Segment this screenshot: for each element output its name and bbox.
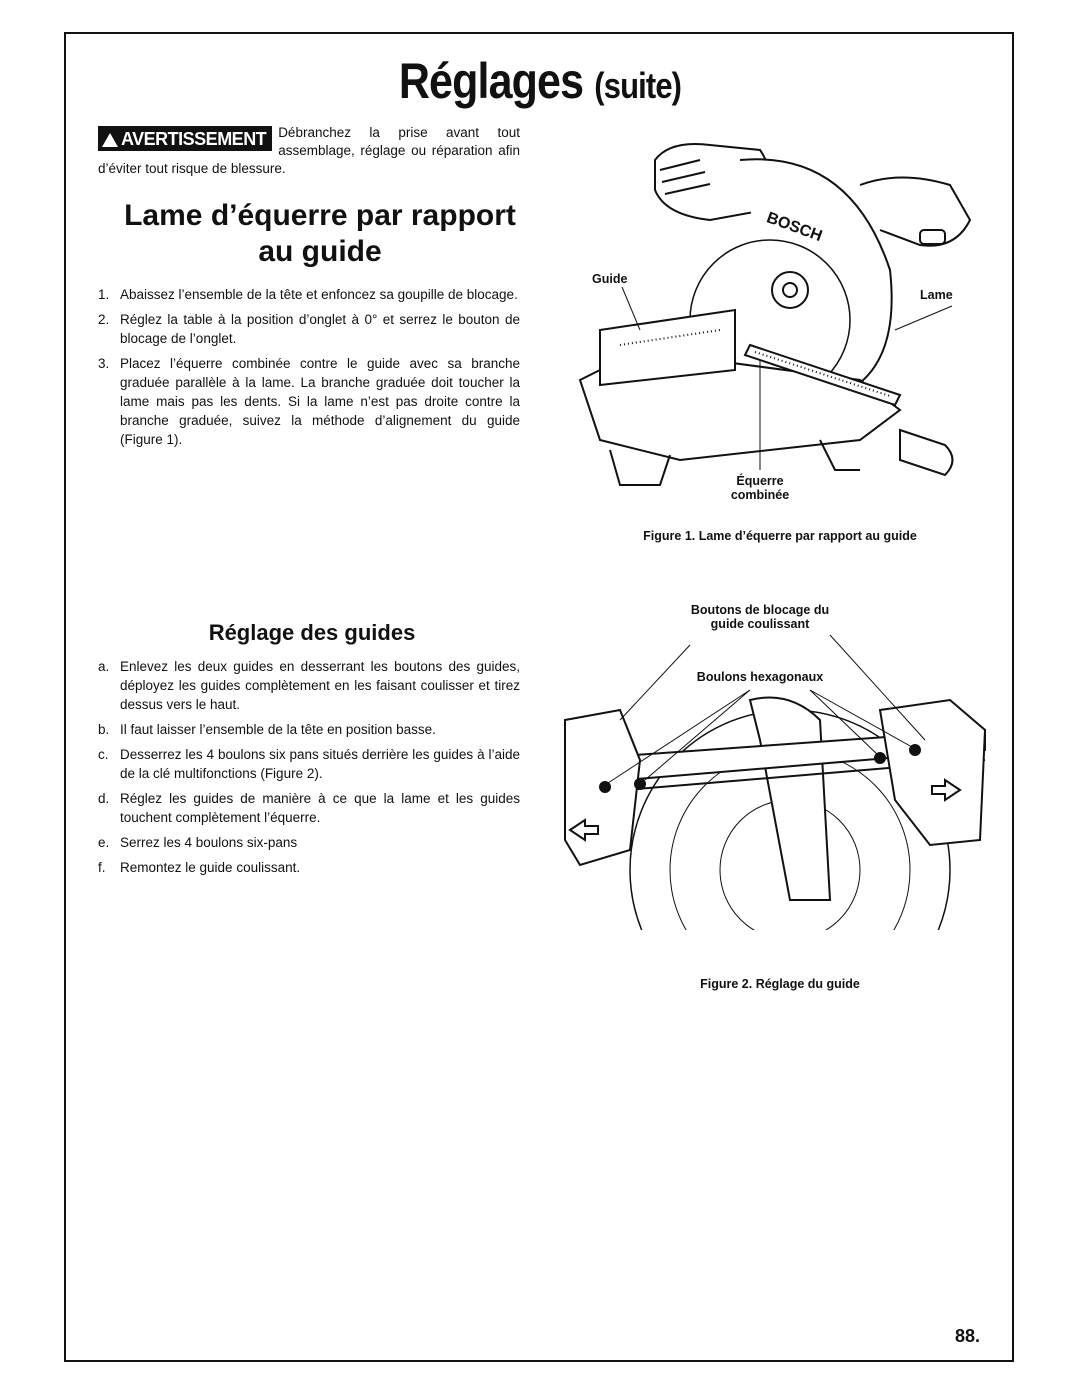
section1-heading: Lame d’équerre par rapport au guide xyxy=(98,198,542,270)
title-main: Réglages xyxy=(398,53,584,109)
fence-adjustment-illustration xyxy=(564,634,987,1031)
warning-triangle-icon xyxy=(102,133,118,147)
list-item: a. Enlevez les deux guides en desserrant … xyxy=(98,657,520,714)
section2-heading: Réglage des guides xyxy=(208,620,416,645)
list-item: b. Il faut laisser l’ensemble de la tête … xyxy=(98,720,520,739)
item-number: d. xyxy=(98,791,110,806)
figure2-caption: Figure 2. Réglage du guide xyxy=(700,977,860,991)
list-item: c. Desserrez les 4 boulons six pans situé… xyxy=(98,745,520,783)
page-title: Réglages (suite) xyxy=(76,52,1005,110)
warning-text: Débranchez la prise avant tout assemblag… xyxy=(98,125,520,176)
item-number: 3. xyxy=(98,356,110,371)
label-equerre-line2: combinée xyxy=(730,488,790,502)
item-text: Réglez les guides de manière à ce que la… xyxy=(120,791,520,825)
list-item: 2. Réglez la table à la position d’onglet… xyxy=(98,310,520,348)
item-text: Il faut laisser l’ensemble de la tête en… xyxy=(120,722,436,737)
label-boutons-line1: Boutons de blocage du xyxy=(690,603,830,617)
label-lame: Lame xyxy=(920,288,953,302)
item-number: a. xyxy=(98,659,110,674)
item-text: Réglez la table à la position d’onglet à… xyxy=(120,312,520,346)
item-number: f. xyxy=(98,860,106,875)
label-equerre: Équerre combinée xyxy=(720,474,800,502)
warning-badge-label: AVERTISSEMENT xyxy=(121,129,267,149)
label-boulons-hexagonaux: Boulons hexagonaux xyxy=(696,670,824,684)
item-text: Placez l’équerre combinée contre le guid… xyxy=(120,356,520,447)
item-text: Serrez les 4 boulons six-pans xyxy=(120,835,298,850)
figure1-caption: Figure 1. Lame d’équerre par rapport au … xyxy=(643,529,917,543)
item-number: 2. xyxy=(98,312,110,327)
figure2: Boutons de blocage du guide coulissant B… xyxy=(560,600,1000,1031)
item-number: 1. xyxy=(98,287,110,302)
list-item: e. Serrez les 4 boulons six-pans xyxy=(98,833,520,852)
label-guide: Guide xyxy=(592,272,628,286)
title-suite: (suite) xyxy=(594,65,682,106)
page-number: 88. xyxy=(954,1326,980,1346)
item-number: b. xyxy=(98,722,110,737)
item-number: e. xyxy=(98,835,110,850)
item-number: c. xyxy=(98,747,109,762)
item-text: Remontez le guide coulissant. xyxy=(120,860,301,875)
section1-heading-line2: au guide xyxy=(258,235,382,268)
miter-saw-illustration: BOSCH xyxy=(578,143,972,486)
page-frame xyxy=(64,32,1014,1362)
section1-steps: 1. Abaissez l’ensemble de la tête et enfo… xyxy=(98,285,520,455)
list-item: 3. Placez l’équerre combinée contre le gu… xyxy=(98,354,520,449)
figure1: BOSCH Guide Lame xyxy=(560,130,1000,520)
item-text: Abaissez l’ensemble de la tête et enfonc… xyxy=(120,287,518,302)
list-item: 1. Abaissez l’ensemble de la tête et enfo… xyxy=(98,285,520,304)
item-text: Desserrez les 4 boulons six pans situés … xyxy=(120,747,520,781)
warning-block: AVERTISSEMENT Débranchez la prise avant … xyxy=(98,124,520,178)
section2-steps: a. Enlevez les deux guides en desserrant … xyxy=(98,657,520,883)
item-text: Enlevez les deux guides en desserrant le… xyxy=(120,659,520,712)
label-boutons-line2: guide coulissant xyxy=(710,617,810,631)
label-equerre-line1: Équerre xyxy=(736,474,784,488)
section1-heading-line1: Lame d’équerre par rapport xyxy=(124,199,516,232)
list-item: f. Remontez le guide coulissant. xyxy=(98,858,520,877)
list-item: d. Réglez les guides de manière à ce que … xyxy=(98,789,520,827)
warning-badge: AVERTISSEMENT xyxy=(98,126,273,151)
label-boutons-blocage: Boutons de blocage du guide coulissant xyxy=(670,603,850,631)
